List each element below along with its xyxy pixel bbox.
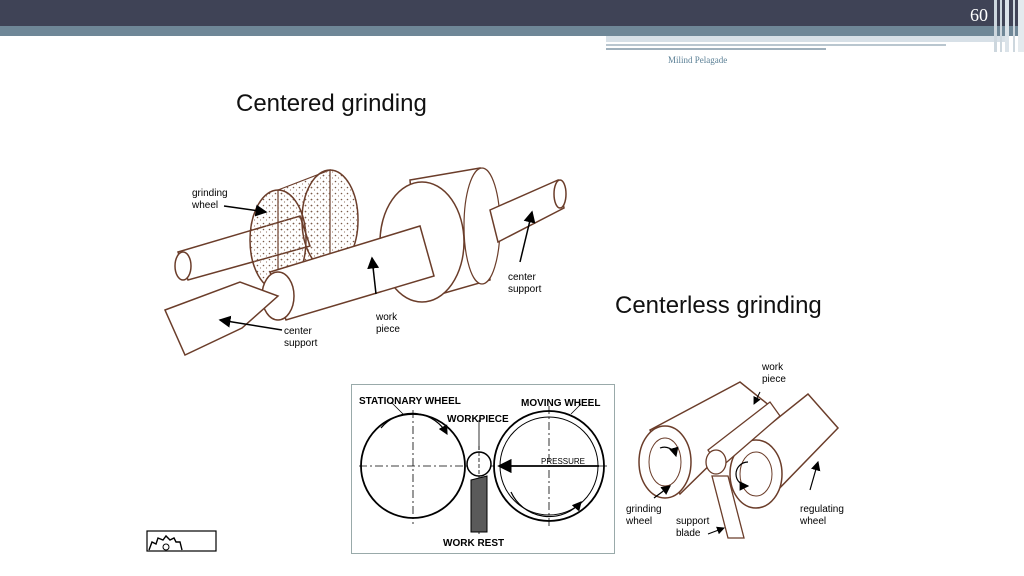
- regulating-wheel-label-1: regulating: [800, 504, 844, 515]
- moving-wheel-label: MOVING WHEEL: [521, 398, 600, 409]
- work-piece-label-2: piece: [762, 374, 786, 385]
- header-bar: [0, 0, 1024, 26]
- centered-grinding-title: Centered grinding: [236, 90, 427, 117]
- header-rule-short: [606, 48, 826, 50]
- header-rule: [606, 36, 1006, 42]
- centerless-schematic: STATIONARY WHEEL WORKPIECE MOVING WHEEL …: [351, 384, 615, 554]
- stationary-wheel-label: STATIONARY WHEEL: [359, 396, 461, 407]
- header-rule-thin: [606, 44, 946, 46]
- gear-icon: [146, 530, 217, 552]
- centered-grinding-figure: grinding wheel center support work piece…: [163, 167, 567, 357]
- work-piece-label-1: work: [375, 312, 398, 323]
- work-piece-label-1: work: [761, 362, 784, 373]
- grinding-wheel-label-2: wheel: [191, 200, 218, 211]
- workpiece-label: WORKPIECE: [447, 414, 509, 425]
- slide-number: 60: [970, 5, 988, 25]
- header-accent-bar: [0, 26, 1024, 36]
- header-stripes: [994, 0, 1024, 52]
- center-support-right-label-1: center: [508, 272, 536, 283]
- pressure-label: PRESSURE: [541, 457, 585, 466]
- grinding-wheel-label-2: wheel: [625, 516, 652, 527]
- center-support-right-label-2: support: [508, 284, 542, 295]
- support-blade-label-1: support: [676, 516, 710, 527]
- center-support-left-label-2: support: [284, 338, 318, 349]
- author-footer: Milind Pelagade: [668, 55, 728, 65]
- center-support-left-label-1: center: [284, 326, 312, 337]
- support-blade-label-2: blade: [676, 528, 701, 539]
- work-piece-label-2: piece: [376, 324, 400, 335]
- regulating-wheel-label-2: wheel: [799, 516, 826, 527]
- work-rest-label: WORK REST: [443, 538, 504, 549]
- centerless-grinding-figure: work piece grinding wheel support blade …: [625, 362, 844, 539]
- centerless-grinding-title: Centerless grinding: [615, 292, 822, 319]
- grinding-wheel-label-1: grinding: [626, 504, 662, 515]
- grinding-wheel-label-1: grinding: [192, 188, 228, 199]
